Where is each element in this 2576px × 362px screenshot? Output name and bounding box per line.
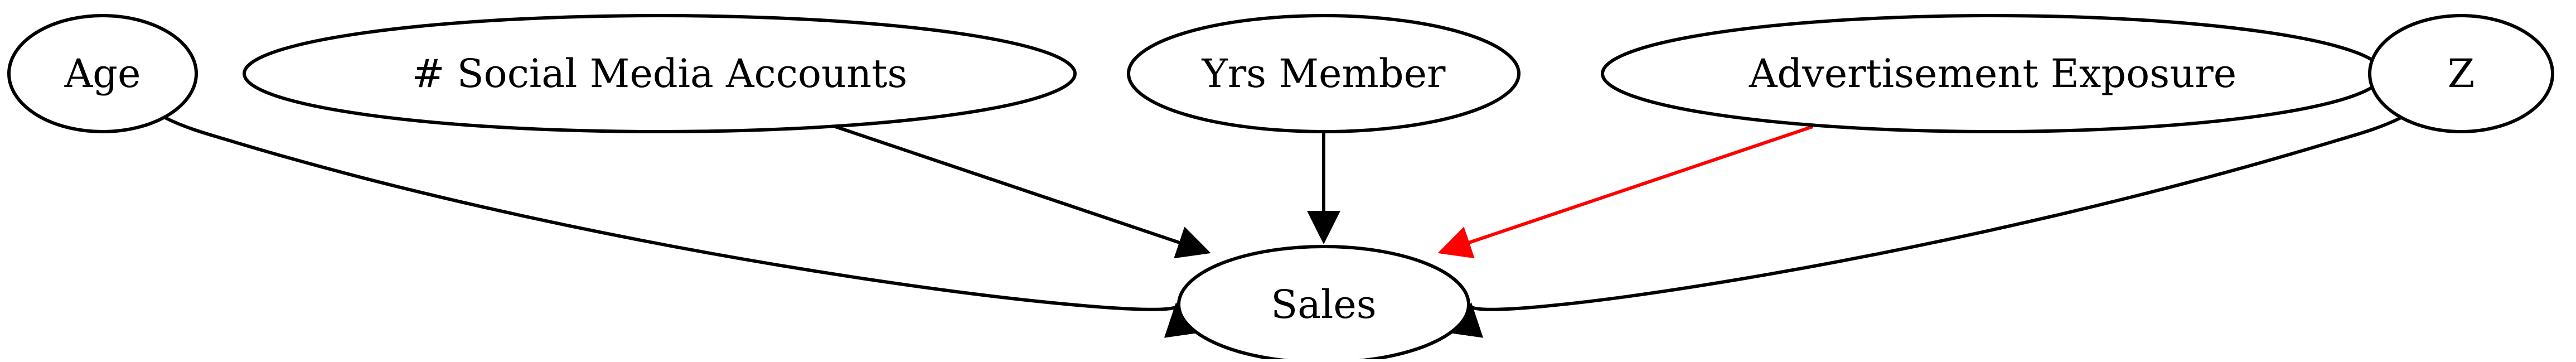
node-label: Sales	[1271, 282, 1376, 327]
nodes: Age # Social Media Accounts Yrs Member Adve…	[7, 14, 2554, 362]
node-z[interactable]: Z	[2368, 14, 2554, 133]
node-label: Age	[64, 51, 141, 96]
node-label: # Social Media Accounts	[412, 51, 908, 96]
node-ellipse	[1177, 245, 1470, 362]
node-ellipse	[1127, 14, 1521, 133]
node-label: Advertisement Exposure	[1749, 51, 2236, 96]
node-label: Z	[2448, 51, 2475, 96]
node-adexp[interactable]: Advertisement Exposure	[1601, 14, 2385, 133]
node-age[interactable]: Age	[7, 14, 198, 133]
node-ellipse	[243, 14, 1077, 133]
edge-adexp-to-sales	[1437, 125, 1813, 259]
edge-age-to-sales	[164, 116, 1197, 338]
node-yrs[interactable]: Yrs Member	[1127, 14, 1521, 133]
node-label: Yrs Member	[1201, 51, 1446, 96]
node-ellipse	[7, 14, 198, 133]
edge-social-to-sales	[835, 125, 1211, 259]
node-ellipse	[2368, 14, 2554, 133]
node-social[interactable]: # Social Media Accounts	[243, 14, 1077, 133]
edges	[164, 116, 2402, 338]
edge-z-to-sales	[1450, 116, 2402, 338]
node-sales[interactable]: Sales	[1177, 245, 1470, 362]
